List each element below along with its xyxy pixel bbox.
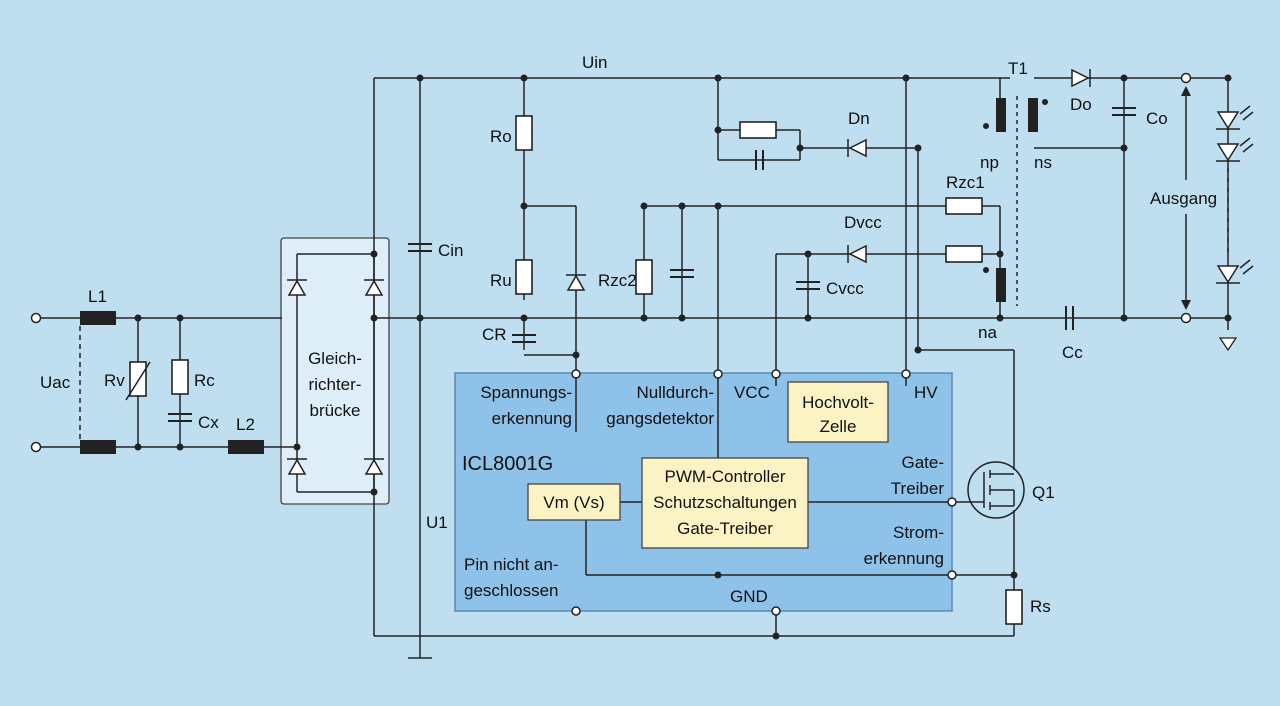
- pwm-label-2: Schutzschaltungen: [653, 493, 797, 512]
- label-l1: L1: [88, 287, 107, 306]
- dn-parallel-resistor: [739, 121, 777, 139]
- label-l2: L2: [236, 415, 255, 434]
- rzc2-resistor: [635, 259, 653, 295]
- label-q1: Q1: [1032, 483, 1055, 502]
- chip-pin-2: geschlossen: [464, 581, 559, 600]
- label-t1: T1: [1008, 59, 1028, 78]
- label-rzc1: Rzc1: [946, 173, 985, 192]
- hochvolt-zelle-block: [787, 381, 889, 443]
- rv-varistor-slash: [125, 361, 151, 401]
- rc-resistor: [171, 359, 189, 395]
- chip-gate-1: Gate-: [901, 453, 944, 472]
- chip-vcc-label: VCC: [734, 383, 770, 402]
- label-rzc2: Rzc2: [598, 271, 637, 290]
- label-cr: CR: [482, 325, 507, 344]
- label-rv: Rv: [104, 371, 125, 390]
- capacitors: [168, 107, 1136, 422]
- label-ro: Ro: [490, 127, 512, 146]
- label-dn: Dn: [848, 109, 870, 128]
- chip-strom-1: Strom-: [893, 523, 944, 542]
- l1-inductor-bottom: [80, 440, 116, 454]
- chip-spannung-1: Spannungs-: [480, 383, 572, 402]
- ausgang-arrow: [1181, 86, 1191, 310]
- terminals: [30, 72, 1192, 616]
- chip-gnd-label: GND: [730, 587, 768, 606]
- hochvolt-label-2: Zelle: [820, 417, 857, 436]
- chip-pin-1: Pin nicht an-: [464, 555, 559, 574]
- label-co: Co: [1146, 109, 1168, 128]
- vm-label: Vm (Vs): [543, 493, 604, 512]
- pwm-controller-block: [641, 457, 809, 549]
- label-cin: Cin: [438, 241, 464, 260]
- pwm-label-1: PWM-Controller: [665, 467, 786, 486]
- label-ns: ns: [1034, 153, 1052, 172]
- label-ru: Ru: [490, 271, 512, 290]
- label-np: np: [980, 153, 999, 172]
- l1-inductor-top: [80, 311, 116, 325]
- chip-null-1: Nulldurch-: [637, 383, 714, 402]
- ru-resistor: [515, 259, 533, 295]
- label-do: Do: [1070, 95, 1092, 114]
- rs-resistor: [1005, 589, 1023, 625]
- chip-hv-label: HV: [914, 383, 938, 402]
- vm-block: [527, 483, 621, 521]
- label-dvcc: Dvcc: [844, 213, 882, 232]
- label-uin: Uin: [582, 53, 608, 72]
- l2-inductor: [228, 440, 264, 454]
- label-cx: Cx: [198, 413, 219, 432]
- bridge-label-line3: brücke: [309, 401, 360, 420]
- label-u1: U1: [426, 513, 448, 532]
- diodes: [287, 68, 1091, 475]
- transformer-t1: [983, 96, 1048, 306]
- label-rc: Rc: [194, 371, 215, 390]
- chip-null-2: gangsdetektor: [606, 409, 714, 428]
- bridge-label-line2: richter-: [309, 375, 362, 394]
- mosfet-q1: [967, 461, 1025, 519]
- chip-spannung-2: erkennung: [492, 409, 572, 428]
- rzc1-lower-resistor: [945, 245, 983, 263]
- label-cc: Cc: [1062, 343, 1083, 362]
- chip-strom-2: erkennung: [864, 549, 944, 568]
- bridge-label-line1: Gleich-: [308, 349, 362, 368]
- label-uac: Uac: [40, 373, 71, 392]
- hochvolt-label-1: Hochvolt-: [802, 393, 874, 412]
- led-string: [1216, 105, 1254, 352]
- label-na: na: [978, 323, 997, 342]
- label-rs: Rs: [1030, 597, 1051, 616]
- rectifier-bridge-box: [280, 237, 390, 505]
- chip-name: ICL8001G: [462, 453, 553, 475]
- pwm-label-3: Gate-Treiber: [677, 519, 773, 538]
- junction-dots: [134, 74, 1232, 640]
- label-cvcc: Cvcc: [826, 279, 864, 298]
- chip-gate-2: Treiber: [891, 479, 945, 498]
- ro-resistor: [515, 115, 533, 151]
- rzc1-resistor: [945, 197, 983, 215]
- label-ausgang: Ausgang: [1150, 189, 1217, 208]
